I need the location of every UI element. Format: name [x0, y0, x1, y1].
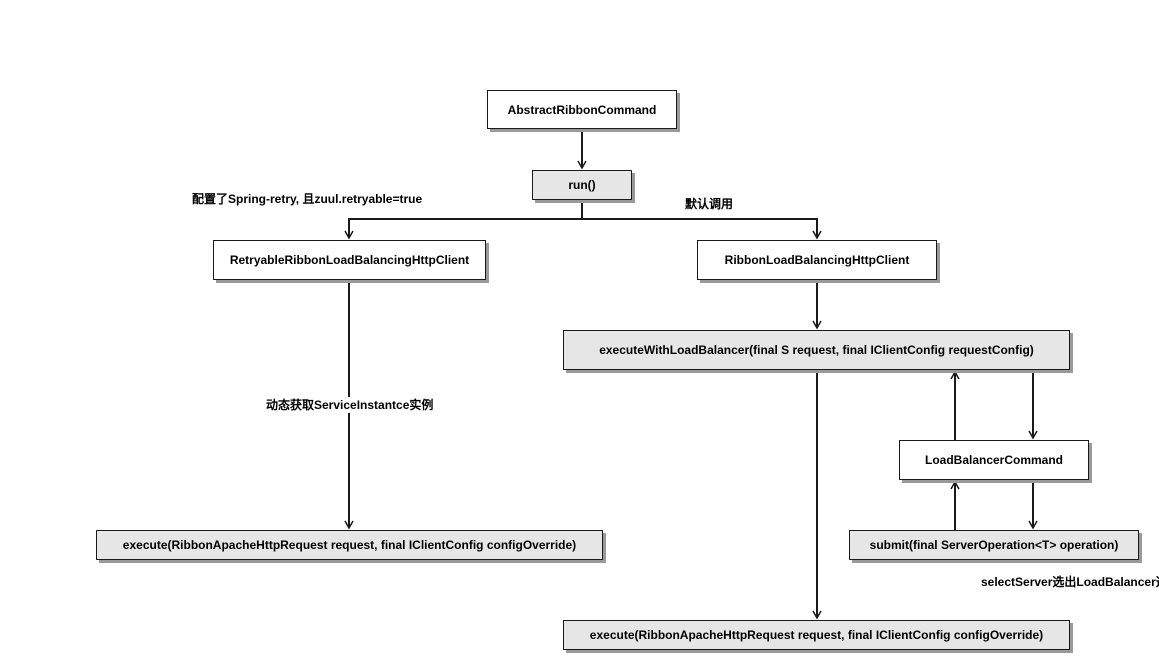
retry-condition-label: 配置了Spring-retry, 且zuul.retryable=true [192, 192, 423, 206]
execute-right-node: execute(RibbonApacheHttpRequest request,… [563, 620, 1070, 650]
ribbon-client-node: RibbonLoadBalancingHttpClient [697, 240, 937, 280]
load-balancer-command-node: LoadBalancerCommand [899, 440, 1089, 480]
run-node: run() [532, 170, 632, 200]
select-server-label: selectServer选出LoadBalancer选 [981, 575, 1159, 589]
edge-run-to-retryable [344, 218, 582, 240]
dynamic-instance-label: 动态获取ServiceInstantce实例 [265, 397, 435, 413]
submit-node: submit(final ServerOperation<T> operatio… [849, 530, 1139, 560]
default-call-label: 默认调用 [685, 197, 734, 211]
execute-left-node: execute(RibbonApacheHttpRequest request,… [96, 530, 603, 560]
abstract-ribbon-command-node: AbstractRibbonCommand [487, 90, 677, 129]
retryable-client-node: RetryableRibbonLoadBalancingHttpClient [213, 240, 486, 280]
execute-with-load-balancer-node: executeWithLoadBalancer(final S request,… [563, 330, 1070, 370]
edge-run-to-ribbon [582, 218, 822, 240]
